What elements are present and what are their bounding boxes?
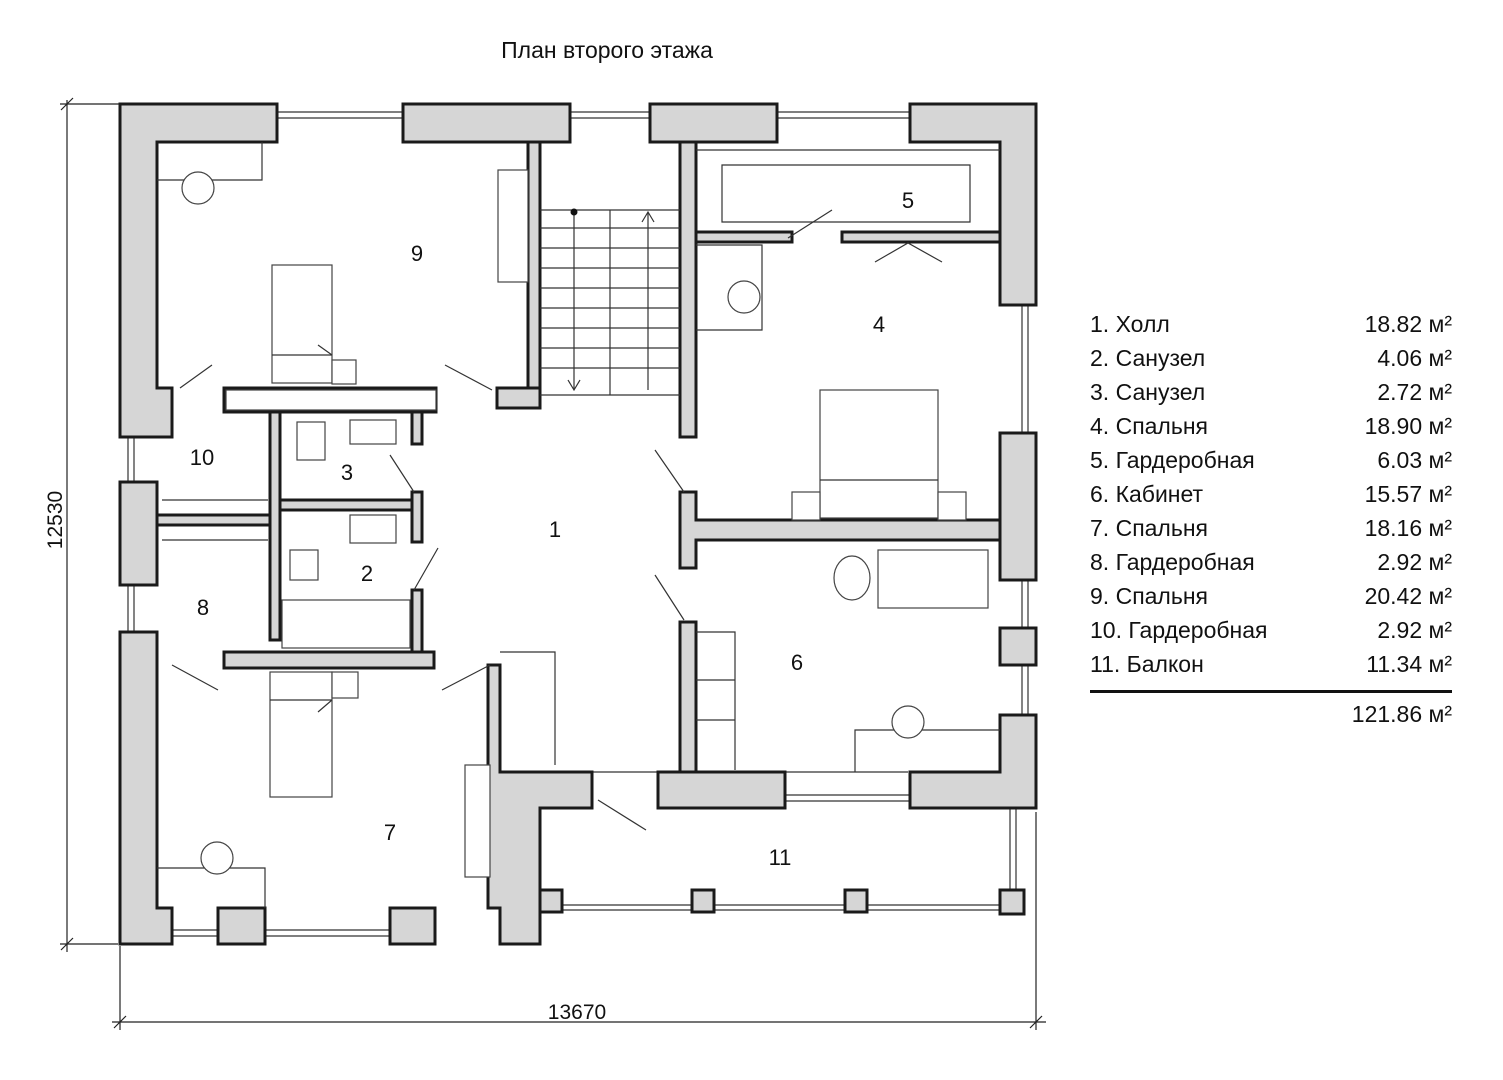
legend-area: 11.34 м² bbox=[1366, 651, 1452, 677]
room-labels: 1 2 3 4 5 6 7 8 9 10 11 bbox=[190, 188, 914, 870]
plan-title: План второго этажа bbox=[501, 37, 713, 63]
legend-row: 4. Спальня 18.90 м² bbox=[1090, 410, 1452, 444]
legend-room-name: Спальня bbox=[1115, 515, 1208, 541]
legend-number: 2 bbox=[1090, 345, 1103, 371]
legend-room-name: Спальня bbox=[1115, 583, 1208, 609]
room-label-8: 8 bbox=[197, 595, 209, 620]
legend-room-name: Гардеробная bbox=[1115, 549, 1255, 575]
legend-room-name: Санузел bbox=[1115, 345, 1206, 371]
room-legend: 1. Холл 18.82 м² 2. Санузел 4.06 м² 3. С… bbox=[1090, 308, 1452, 731]
legend-area: 2.92 м² bbox=[1377, 617, 1452, 643]
legend-row: 9. Спальня 20.42 м² bbox=[1090, 580, 1452, 614]
legend-room-name: Санузел bbox=[1115, 379, 1206, 405]
legend-area: 2.92 м² bbox=[1377, 549, 1452, 575]
room-label-1: 1 bbox=[549, 517, 561, 542]
legend-number: 5 bbox=[1090, 447, 1103, 473]
legend-row: 2. Санузел 4.06 м² bbox=[1090, 342, 1452, 376]
legend-row: 3. Санузел 2.72 м² bbox=[1090, 376, 1452, 410]
room-label-7: 7 bbox=[384, 820, 396, 845]
dimension-width: 13670 bbox=[548, 1001, 606, 1024]
legend-number: 6 bbox=[1090, 481, 1103, 507]
room-label-9: 9 bbox=[411, 241, 423, 266]
legend-room-name: Балкон bbox=[1126, 651, 1204, 677]
furniture bbox=[157, 142, 1000, 908]
legend-room-name: Гардеробная bbox=[1115, 447, 1255, 473]
legend-number: 9 bbox=[1090, 583, 1103, 609]
room-label-11: 11 bbox=[769, 845, 792, 870]
legend-number: 7 bbox=[1090, 515, 1103, 541]
staircase bbox=[540, 208, 680, 396]
legend-row: 6. Кабинет 15.57 м² bbox=[1090, 478, 1452, 512]
legend-area: 18.16 м² bbox=[1364, 515, 1452, 541]
legend-room-name: Гардеробная bbox=[1128, 617, 1268, 643]
room-label-6: 6 bbox=[791, 650, 803, 675]
legend-number: 1 bbox=[1090, 311, 1103, 337]
room-label-4: 4 bbox=[873, 312, 885, 337]
legend-area: 18.82 м² bbox=[1364, 311, 1452, 337]
legend-area: 4.06 м² bbox=[1377, 345, 1452, 371]
legend-row: 1. Холл 18.82 м² bbox=[1090, 308, 1452, 342]
balcony-railing bbox=[560, 802, 1017, 911]
dimension-height: 12530 bbox=[44, 491, 67, 549]
room-label-10: 10 bbox=[190, 445, 214, 470]
legend-row: 11. Балкон 11.34 м² bbox=[1090, 648, 1452, 682]
walls bbox=[118, 102, 1038, 946]
legend-number: 11 bbox=[1090, 651, 1114, 677]
legend-room-name: Холл bbox=[1115, 311, 1170, 337]
legend-area: 20.42 м² bbox=[1364, 583, 1452, 609]
dimension-lines bbox=[60, 97, 1046, 1030]
legend-area: 6.03 м² bbox=[1377, 447, 1452, 473]
legend-number: 4 bbox=[1090, 413, 1103, 439]
legend-area: 18.90 м² bbox=[1364, 413, 1452, 439]
door-swings bbox=[171, 209, 833, 831]
legend-area: 15.57 м² bbox=[1364, 481, 1452, 507]
legend-row: 5. Гардеробная 6.03 м² bbox=[1090, 444, 1452, 478]
legend-room-name: Кабинет bbox=[1115, 481, 1204, 507]
legend-row: 7. Спальня 18.16 м² bbox=[1090, 512, 1452, 546]
windows bbox=[127, 111, 1029, 937]
legend-area: 2.72 м² bbox=[1377, 379, 1452, 405]
legend-number: 8 bbox=[1090, 549, 1103, 575]
legend-row: 8. Гардеробная 2.92 м² bbox=[1090, 546, 1452, 580]
room-label-3: 3 bbox=[341, 460, 353, 485]
legend-number: 10 bbox=[1090, 617, 1116, 643]
room-label-2: 2 bbox=[361, 561, 373, 586]
legend-divider bbox=[1090, 690, 1452, 693]
legend-number: 3 bbox=[1090, 379, 1103, 405]
legend-room-name: Спальня bbox=[1115, 413, 1208, 439]
room-label-5: 5 bbox=[902, 188, 914, 213]
legend-row: 10. Гардеробная 2.92 м² bbox=[1090, 614, 1452, 648]
legend-total-area: 121.86 м² bbox=[1351, 701, 1452, 727]
